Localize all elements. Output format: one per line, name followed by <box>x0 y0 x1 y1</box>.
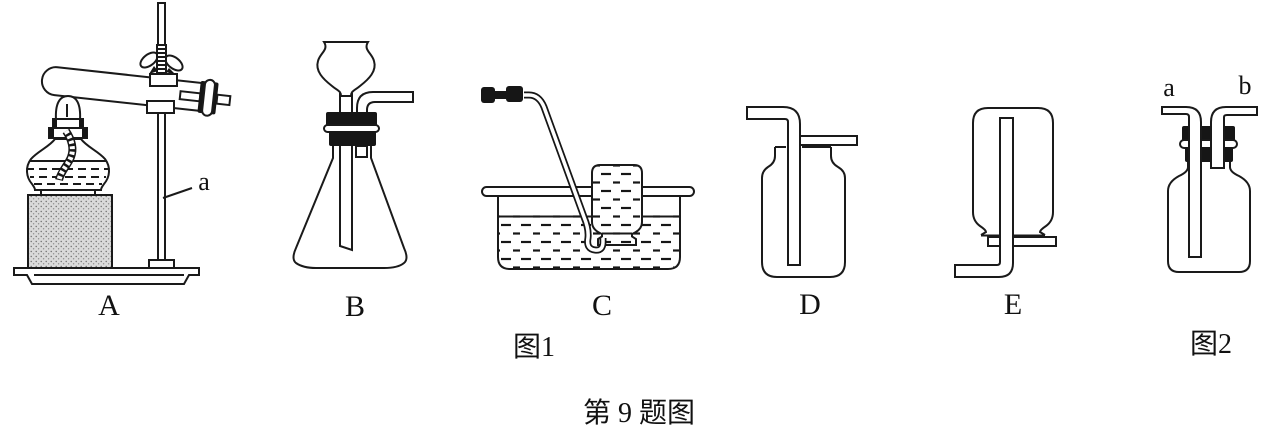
tube-a-label: a <box>1163 73 1175 102</box>
apparatus-e-gas-bottle-inverted: E <box>954 107 1057 321</box>
tube-b-label: b <box>1239 71 1252 100</box>
stand-rod-label: a <box>198 167 210 196</box>
apparatus-d-label: D <box>799 288 821 321</box>
glass-cover-plate <box>797 135 858 146</box>
page-caption: 第 9 题图 <box>583 397 695 429</box>
apparatus-c-water-collection: C <box>481 86 695 322</box>
apparatus-a-heating-setup: a A <box>13 2 232 322</box>
delivery-tube <box>954 117 1014 278</box>
apparatus-b-label: B <box>345 290 365 323</box>
apparatus-b-flask-generator: B <box>292 41 414 323</box>
long-inlet-tube <box>1161 106 1202 258</box>
delivery-tube <box>746 106 801 266</box>
delivery-tube <box>356 91 414 114</box>
apparatus-c-label: C <box>592 289 612 322</box>
apparatus-d-gas-bottle-upright: D <box>746 106 858 321</box>
water-trough <box>497 196 681 270</box>
iron-stand-rod <box>157 2 166 262</box>
figure1-caption: 图1 <box>513 332 555 363</box>
glass-cover-plate <box>987 236 1057 247</box>
thistle-funnel-bulb <box>316 41 376 97</box>
gas-bottle <box>761 147 846 278</box>
clamp-jaw-lower <box>146 100 175 114</box>
apparatus-a-label: A <box>98 289 120 322</box>
trough-rim <box>481 186 695 197</box>
apparatus-e-label: E <box>1004 288 1022 321</box>
rubber-stopper <box>323 112 380 146</box>
clamp-wing-nut <box>139 44 184 76</box>
rubber-tubing-connector <box>481 86 523 103</box>
short-outlet-tube <box>1210 106 1258 169</box>
rod-pointer-line <box>162 187 193 199</box>
outlet-stub <box>215 93 232 107</box>
figure2-caption: 图2 <box>1190 329 1232 360</box>
clamp-jaw-upper <box>149 73 178 87</box>
wash-bottle <box>1167 162 1251 273</box>
inner-glass-tube <box>178 90 202 103</box>
figure2-gas-washing-bottle: a b 图2 <box>1161 71 1258 360</box>
alcohol-lamp <box>26 94 110 196</box>
support-block <box>27 194 113 269</box>
